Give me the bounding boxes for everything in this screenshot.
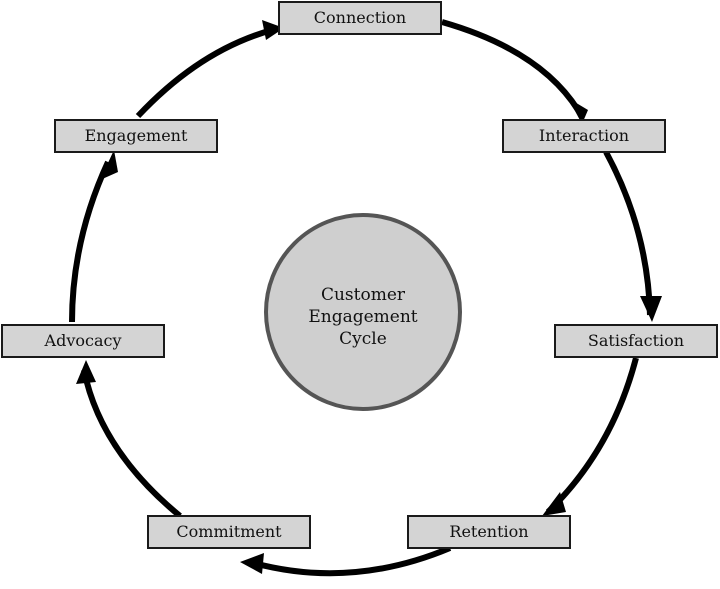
center-hub: Customer Engagement Cycle (264, 213, 462, 411)
stage-label: Connection (314, 8, 406, 27)
stage-label: Engagement (85, 126, 188, 145)
stage-connection: Connection (278, 1, 442, 35)
arrowhead-retention (542, 492, 566, 516)
stage-box (407, 515, 571, 549)
cycle-arrows (69, 19, 662, 577)
stage-retention: Retention (407, 515, 571, 549)
center-label-line-1: Customer (321, 285, 406, 305)
stage-commitment: Commitment (147, 515, 311, 549)
stage-label: Advocacy (44, 331, 122, 350)
center-label-line-2: Engagement (308, 307, 417, 327)
arrow-interaction-to-satisfaction (603, 150, 653, 316)
arrow-retention-to-commitment (249, 545, 452, 577)
stage-label: Retention (449, 522, 528, 541)
stage-box (554, 324, 718, 358)
stage-nodes: Connection Interaction Satisfaction Rete… (1, 1, 718, 549)
stage-label: Satisfaction (588, 331, 684, 350)
stage-box (502, 119, 666, 153)
arrowhead-commitment (240, 553, 264, 574)
arrowhead-interaction (568, 98, 588, 124)
stage-advocacy: Advocacy (1, 324, 165, 358)
stage-label: Commitment (176, 522, 282, 541)
arrow-connection-to-interaction (441, 19, 581, 112)
arrowhead-satisfaction (640, 296, 662, 322)
center-circle (264, 213, 462, 411)
stage-engagement: Engagement (54, 119, 218, 153)
stage-label: Interaction (539, 126, 629, 145)
stage-box (147, 515, 311, 549)
arrowhead-connection (262, 20, 284, 40)
stage-box (1, 324, 165, 358)
arrowhead-advocacy (76, 360, 96, 384)
stage-box (54, 119, 218, 153)
center-label-line-3: Cycle (339, 329, 387, 349)
arrow-satisfaction-to-retention (545, 357, 639, 515)
arrow-engagement-to-connection (135, 27, 273, 119)
arrow-advocacy-to-engagement (69, 160, 111, 323)
stage-interaction: Interaction (502, 119, 666, 153)
arrow-commitment-to-advocacy (81, 369, 182, 519)
stage-satisfaction: Satisfaction (554, 324, 718, 358)
stage-box (278, 1, 442, 35)
arrowhead-engagement (100, 150, 118, 180)
